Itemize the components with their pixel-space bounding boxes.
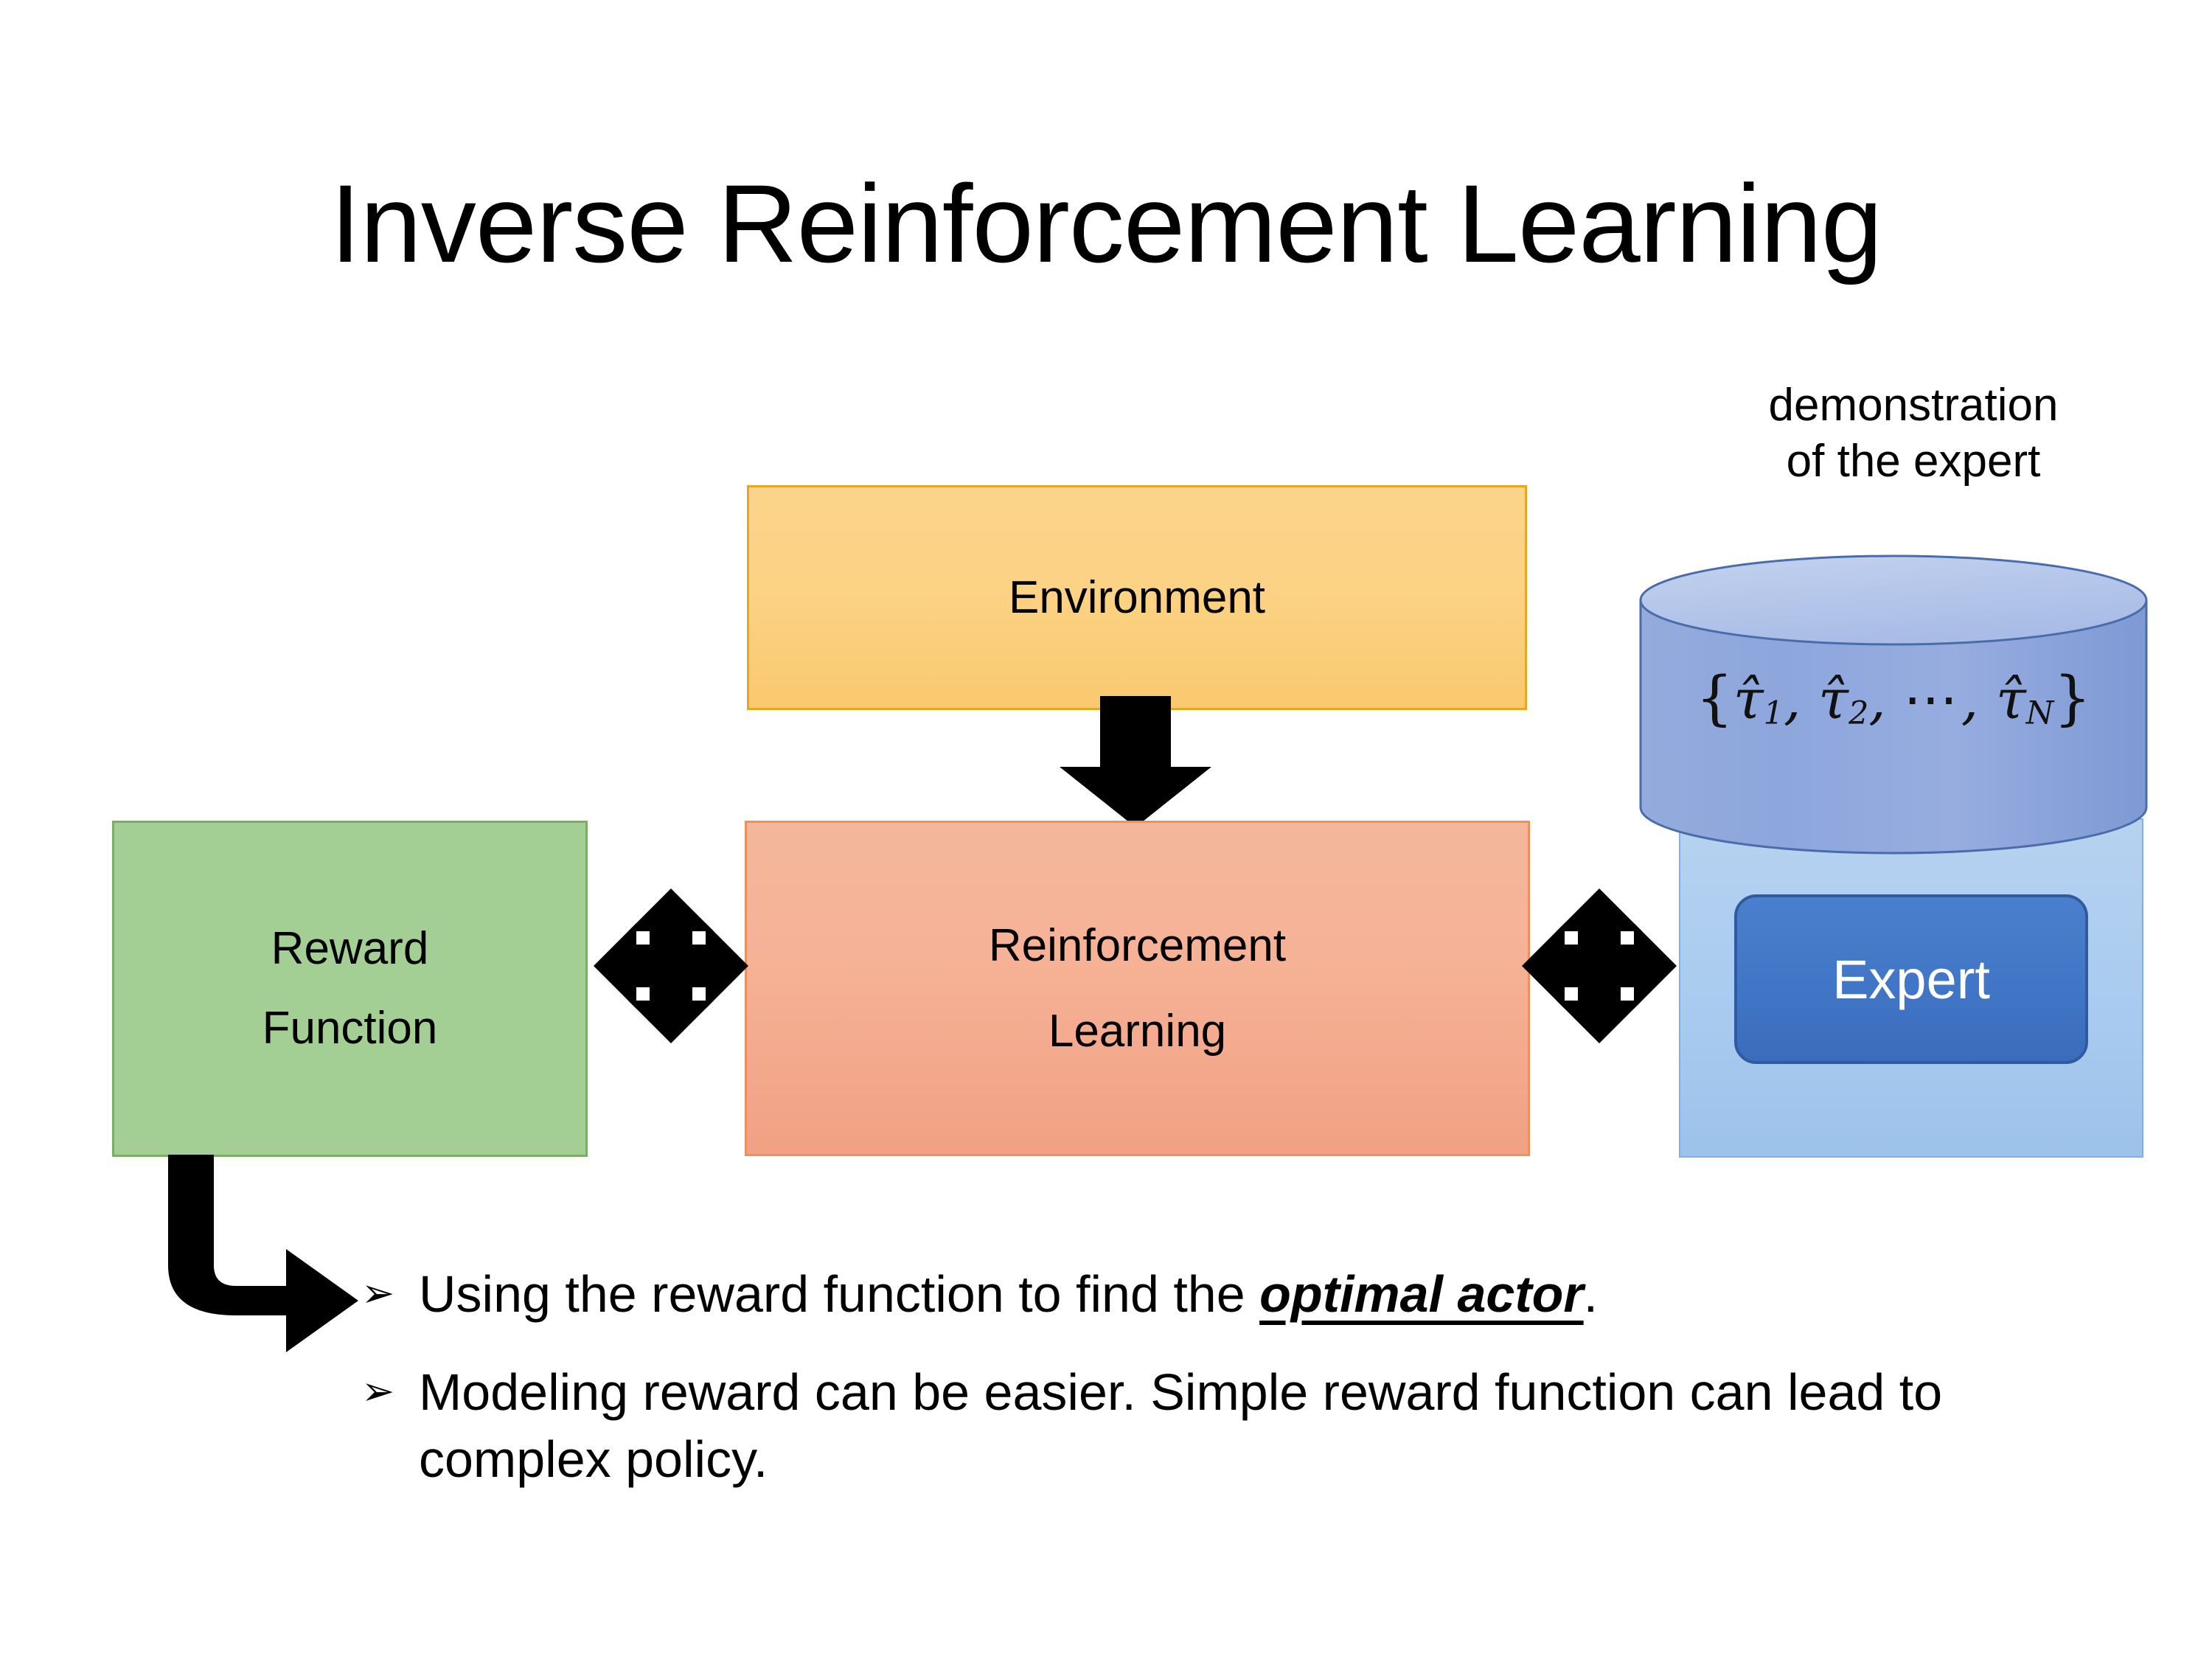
reinforcement-learning-label-line1: Reinforcement <box>988 919 1287 971</box>
reward-function-label-line1: Reward <box>271 923 429 975</box>
reward-function-label-line2: Function <box>262 1003 438 1054</box>
formula-sep-1: , <box>1783 668 1818 731</box>
expert-node: Expert <box>1734 894 2088 1064</box>
bidirectional-arrow-icon <box>594 888 748 1043</box>
reinforcement-learning-label-line2: Learning <box>1048 1005 1227 1057</box>
list-item: ➢ Modeling reward can be easier. Simple … <box>361 1359 2131 1493</box>
page-title: Inverse Reinforcement Learning <box>330 161 1883 285</box>
bullet-text: Modeling reward can be easier. Simple re… <box>419 1363 1943 1488</box>
formula-sub-2: 2 <box>1848 695 1869 732</box>
demonstration-caption-line2: of the expert <box>1786 435 2041 487</box>
formula-open-brace: { <box>1695 664 1733 732</box>
formula-tau-2: τ̂ <box>1818 668 1848 731</box>
formula-tau-1: τ̂ <box>1733 668 1764 731</box>
bullet-arrow-icon: ➢ <box>361 1270 395 1316</box>
cylinder-shape-icon <box>1639 554 2148 855</box>
bullet-text-prefix: Using the reward function to find the <box>419 1265 1260 1323</box>
formula-sep-2: , <box>1868 668 1904 731</box>
formula-ellipsis: ⋯ <box>1903 668 1961 731</box>
formula-sub-1: 1 <box>1763 695 1784 732</box>
demonstration-cylinder: {τ̂1, τ̂2, ⋯, τ̂N} <box>1639 554 2148 855</box>
formula-close-brace: } <box>2053 664 2092 732</box>
bullet-text-suffix: . <box>1583 1265 1599 1323</box>
line-spacer <box>989 976 1286 1001</box>
reward-function-node: Reward Function <box>112 821 588 1157</box>
down-arrow-icon <box>1060 696 1211 827</box>
bullet-text-emphasis: optimal actor <box>1259 1265 1584 1323</box>
bullet-list: ➢ Using the reward function to find the … <box>361 1261 2131 1493</box>
environment-node: Environment <box>747 485 1527 710</box>
demonstration-trajectory-set: {τ̂1, τ̂2, ⋯, τ̂N} <box>1639 664 2148 732</box>
line-spacer <box>262 979 438 998</box>
elbow-arrow-icon <box>168 1155 358 1352</box>
demonstration-caption-line1: demonstration <box>1768 380 2059 431</box>
bidirectional-arrow-icon <box>1522 888 1677 1043</box>
list-item: ➢ Using the reward function to find the … <box>361 1261 2131 1328</box>
bullet-arrow-icon: ➢ <box>361 1368 395 1414</box>
bullet-text: Using the reward function to find the op… <box>419 1261 2131 1328</box>
demonstration-caption: demonstration of the expert <box>1633 378 2194 489</box>
reinforcement-learning-node: Reinforcement Learning <box>745 821 1530 1156</box>
expert-label: Expert <box>1832 948 1990 1010</box>
formula-tau-n: τ̂ <box>1995 668 2026 731</box>
formula-sub-n: N <box>2025 695 2054 732</box>
formula-sep-3: , <box>1961 668 1996 731</box>
environment-label: Environment <box>1008 571 1266 623</box>
